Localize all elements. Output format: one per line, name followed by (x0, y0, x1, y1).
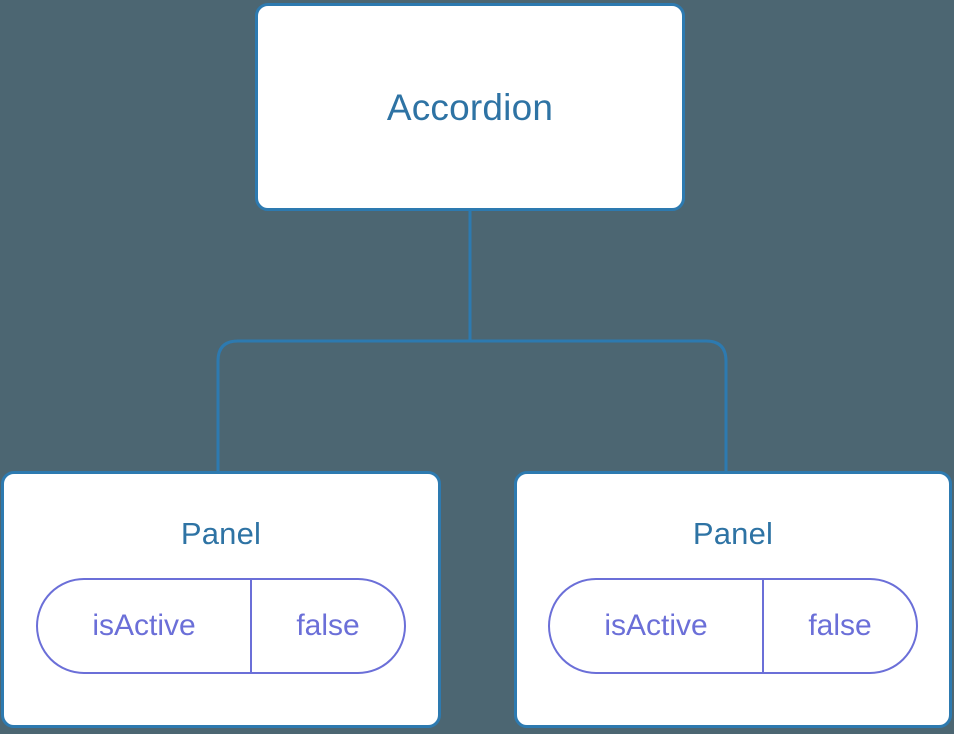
prop-value: false (296, 609, 360, 642)
prop-badge-isactive[interactable]: isActive false (36, 578, 406, 674)
node-panel-1[interactable]: Panel isActive false (1, 471, 441, 728)
edge-root-to-panels (216, 339, 728, 471)
node-panel-2[interactable]: Panel isActive false (514, 471, 952, 728)
node-accordion[interactable]: Accordion (255, 3, 685, 211)
node-title: Accordion (386, 86, 554, 128)
node-title: Panel (180, 516, 262, 551)
prop-key: isActive (550, 580, 764, 672)
prop-value: false (808, 609, 872, 642)
prop-key: isActive (38, 580, 252, 672)
node-title: Panel (692, 516, 774, 551)
prop-badge-isactive[interactable]: isActive false (548, 578, 918, 674)
